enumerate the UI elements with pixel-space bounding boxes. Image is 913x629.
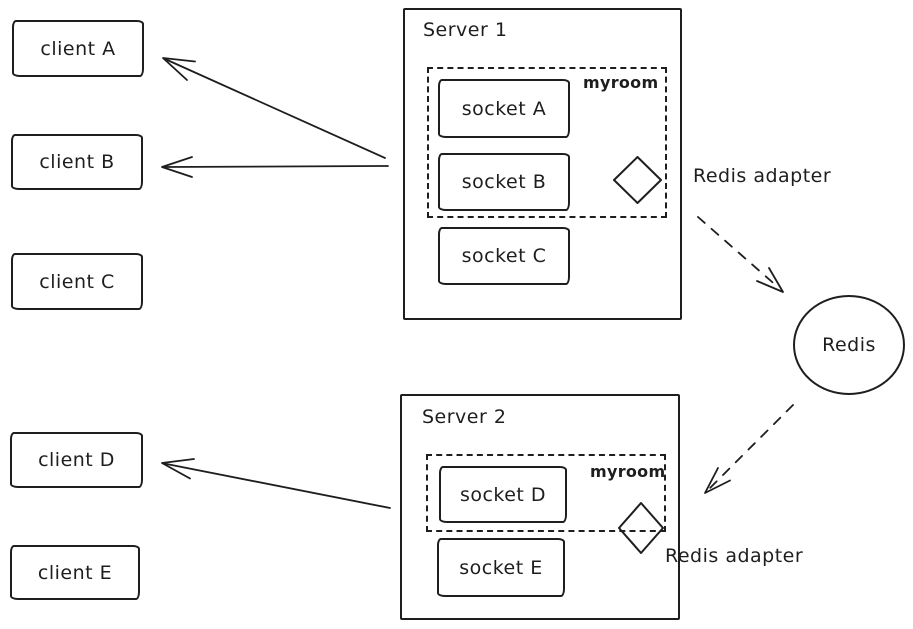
socket-a-label: socket A — [461, 97, 547, 120]
socket-c-label: socket C — [461, 245, 547, 267]
client-b-label: client B — [39, 151, 115, 173]
arrow-server1-to-client-a — [163, 58, 385, 158]
client-d-label: client D — [38, 449, 115, 471]
dashed-arrow-server1-to-redis — [698, 217, 783, 292]
redis-adapter-label-bottom: Redis adapter — [665, 545, 804, 567]
socket-d-box: socket D — [439, 466, 567, 523]
socket-e-label: socket E — [459, 556, 543, 579]
redis-adapter-label-top: Redis adapter — [693, 165, 832, 187]
socket-d-label: socket D — [459, 483, 547, 506]
client-a-label: client A — [40, 37, 116, 60]
myroom-label-server-1: myroom — [583, 73, 659, 92]
client-e-label: client E — [37, 561, 113, 584]
socket-a-box: socket A — [438, 79, 570, 138]
client-c-box: client C — [11, 253, 143, 310]
server-1-myroom-group — [427, 67, 667, 218]
redis-label: Redis — [822, 334, 876, 357]
client-e-box: client E — [10, 545, 140, 600]
server-2-myroom-group — [426, 454, 666, 532]
arrow-server1-to-client-b — [162, 157, 388, 177]
client-b-box: client B — [11, 134, 143, 190]
dashed-arrow-redis-to-server2 — [705, 405, 793, 493]
socket-e-box: socket E — [437, 538, 565, 597]
server-2-title: Server 2 — [422, 406, 507, 428]
socket-b-label: socket B — [461, 171, 547, 193]
socket-c-box: socket C — [438, 227, 570, 285]
socket-b-box: socket B — [438, 153, 570, 211]
server-1-title: Server 1 — [423, 19, 508, 41]
client-d-box: client D — [10, 432, 143, 488]
myroom-label-server-2: myroom — [590, 462, 666, 481]
client-a-box: client A — [12, 20, 144, 77]
redis-node: Redis — [794, 298, 904, 393]
client-c-label: client C — [39, 270, 115, 293]
arrow-server2-to-client-d — [162, 459, 390, 508]
